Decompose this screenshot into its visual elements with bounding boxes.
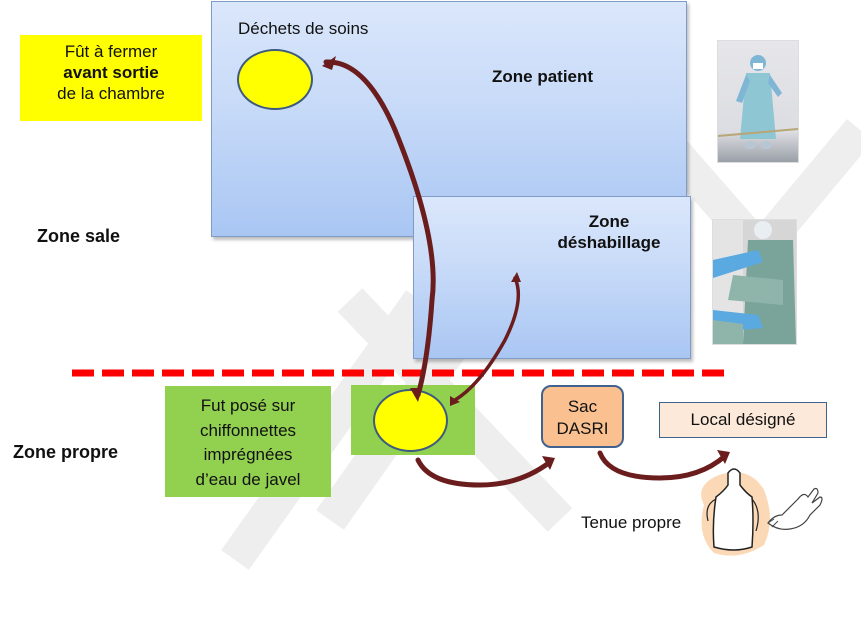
- photo-removing-gown: [712, 219, 797, 345]
- bin-placed-note-line2: chiffonnettes: [199, 420, 297, 440]
- bin-placed-note: Fut posé sur chiffonnettes imprégnées d’…: [165, 386, 331, 497]
- dasri-bag-line2: DASRI: [556, 419, 609, 438]
- bin-placed-note-line1: Fut posé sur: [200, 396, 296, 415]
- bin-placed-note-line3: imprégnées: [203, 445, 293, 464]
- undress-zone-title: Zone déshabillage: [544, 211, 674, 253]
- person-undressing-icon: [713, 220, 796, 344]
- undress-zone-title-line2: déshabillage: [557, 233, 661, 252]
- arrow-bin-to-sac: [415, 457, 553, 488]
- photo-protective-gown: [717, 40, 799, 163]
- person-gown-icon: [718, 55, 798, 149]
- designated-room-box: Local désigné: [659, 402, 827, 438]
- zone-clean-label: Zone propre: [13, 442, 119, 462]
- patient-zone-title: Zone patient: [492, 67, 594, 86]
- undress-zone-box: Zone déshabillage: [413, 196, 691, 359]
- waste-bin-top: [237, 49, 313, 110]
- dasri-bag-box: Sac DASRI: [541, 385, 624, 448]
- zone-dirty-label: Zone sale: [37, 226, 121, 246]
- clean-outfit-label: Tenue propre: [581, 513, 682, 532]
- waste-label: Déchets de soins: [238, 19, 369, 38]
- close-bin-note: Fût à fermer avant sortie de la chambre: [20, 35, 202, 121]
- apron-icon: [701, 468, 770, 556]
- bin-pad: [351, 385, 475, 455]
- undress-zone-title-line1: Zone: [588, 212, 630, 231]
- close-bin-note-line1: Fût à fermer: [64, 42, 158, 61]
- bin-placed-note-line4: d’eau de javel: [195, 469, 301, 489]
- close-bin-note-line3: de la chambre: [57, 84, 165, 103]
- close-bin-note-line2: avant sortie: [63, 63, 159, 82]
- waste-bin-bottom: [373, 389, 448, 452]
- dasri-bag-line1: Sac: [567, 397, 598, 416]
- glove-icon: [767, 487, 823, 530]
